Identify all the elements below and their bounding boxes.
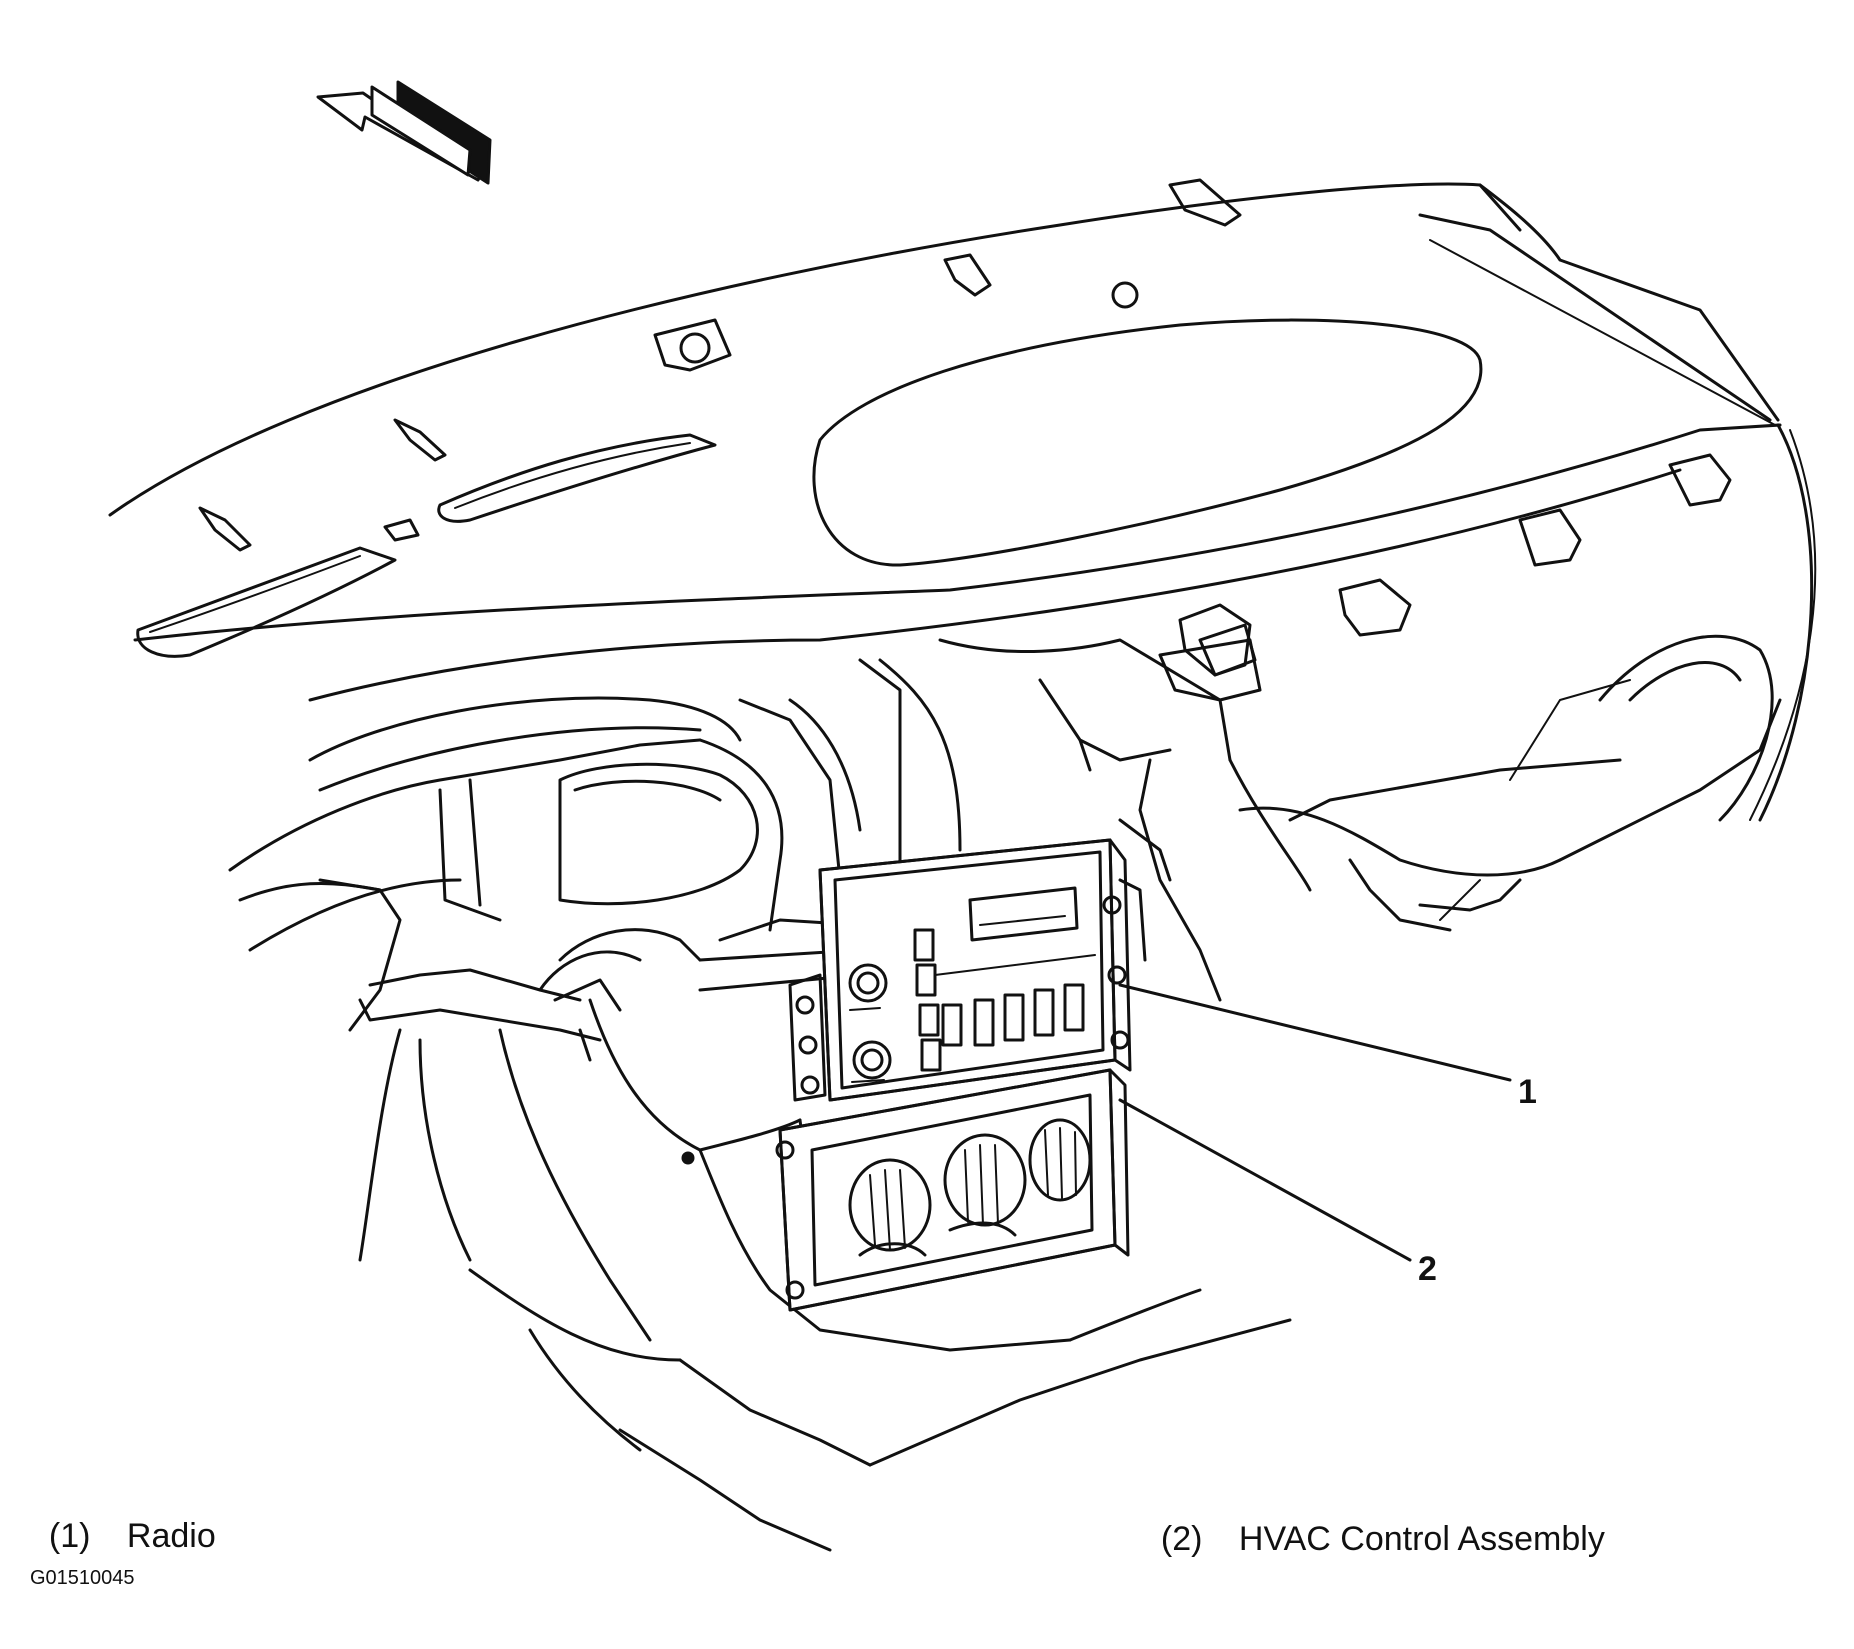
dash-top-panel [108, 178, 1817, 822]
radio-unit [788, 838, 1132, 1102]
leader-lines [1118, 983, 1512, 1262]
hvac-control-unit [775, 1068, 1130, 1312]
callout-number-2: 2 [1418, 1250, 1437, 1288]
legend-label-radio: Radio [126, 1517, 216, 1555]
legend-item-hvac-control-assembly: (2) HVAC Control Assembly [1142, 1488, 1605, 1556]
left-dash-steering-area [238, 878, 1292, 1552]
legend-number-1: (1) [48, 1517, 91, 1555]
figure-id: G01510045 [30, 1567, 135, 1589]
lower-dash-structure [228, 634, 1782, 1002]
dash-air-vents [1158, 453, 1732, 702]
legend-number-2: (2) [1160, 1520, 1203, 1558]
legend-item-radio: (1) Radio [30, 1485, 216, 1553]
callout-number-1: 1 [1518, 1073, 1537, 1111]
legend-label-hvac: HVAC Control Assembly [1238, 1520, 1605, 1558]
forward-direction-arrow [316, 80, 492, 185]
